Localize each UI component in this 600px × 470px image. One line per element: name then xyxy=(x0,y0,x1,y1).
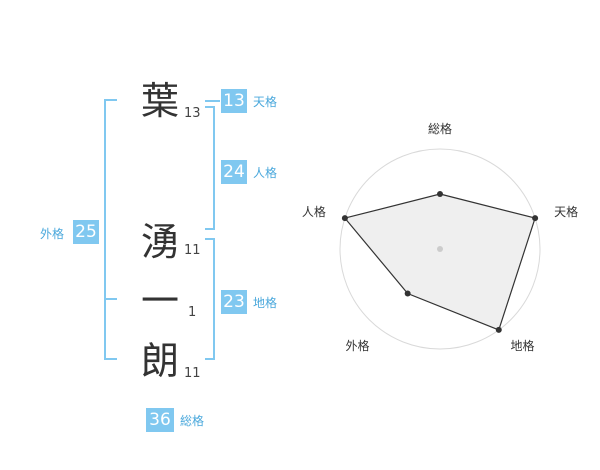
radar-point-0 xyxy=(437,191,443,197)
gaikaku-label: 外格 xyxy=(40,227,65,241)
radar-axis-label-4: 人格 xyxy=(302,204,326,219)
radar-axis-label-0: 総格 xyxy=(428,121,452,136)
radar-axis-label-2: 地格 xyxy=(511,338,535,353)
tenkaku-label: 天格 xyxy=(253,95,278,109)
gaikaku-value: 25 xyxy=(73,220,99,244)
gaikaku-bracket xyxy=(104,99,117,360)
name-char-3-strokes: 1 xyxy=(188,305,197,320)
radar-points xyxy=(341,191,539,333)
name-char-3: 一 xyxy=(141,279,180,323)
name-char-2: 湧 xyxy=(141,220,180,264)
radar-polygon xyxy=(343,193,536,331)
name-char-4: 朗 xyxy=(141,339,180,383)
radar-axis-label-1: 天格 xyxy=(554,204,578,219)
tenkaku-value: 13 xyxy=(221,89,247,113)
chikaku-label: 地格 xyxy=(253,296,278,310)
jinkaku-value: 24 xyxy=(221,160,247,184)
name-char-4-strokes: 11 xyxy=(184,366,201,381)
name-char-2-strokes: 11 xyxy=(184,243,201,258)
radar-point-3 xyxy=(404,290,411,297)
name-char-1-strokes: 13 xyxy=(184,106,201,121)
soukaku-value: 36 xyxy=(146,408,174,432)
radar-point-4 xyxy=(341,215,348,222)
jinkaku-bracket xyxy=(205,106,215,230)
chikaku-value: 23 xyxy=(221,290,247,314)
soukaku-label: 総格 xyxy=(180,414,205,428)
chikaku-bracket xyxy=(205,238,215,360)
radar-center-dot xyxy=(437,246,443,252)
radar-axis-label-3: 外格 xyxy=(345,338,369,353)
name-char-1: 葉 xyxy=(141,79,180,123)
radar-point-1 xyxy=(532,215,539,222)
jinkaku-label: 人格 xyxy=(253,166,278,180)
radar-point-2 xyxy=(495,326,502,333)
